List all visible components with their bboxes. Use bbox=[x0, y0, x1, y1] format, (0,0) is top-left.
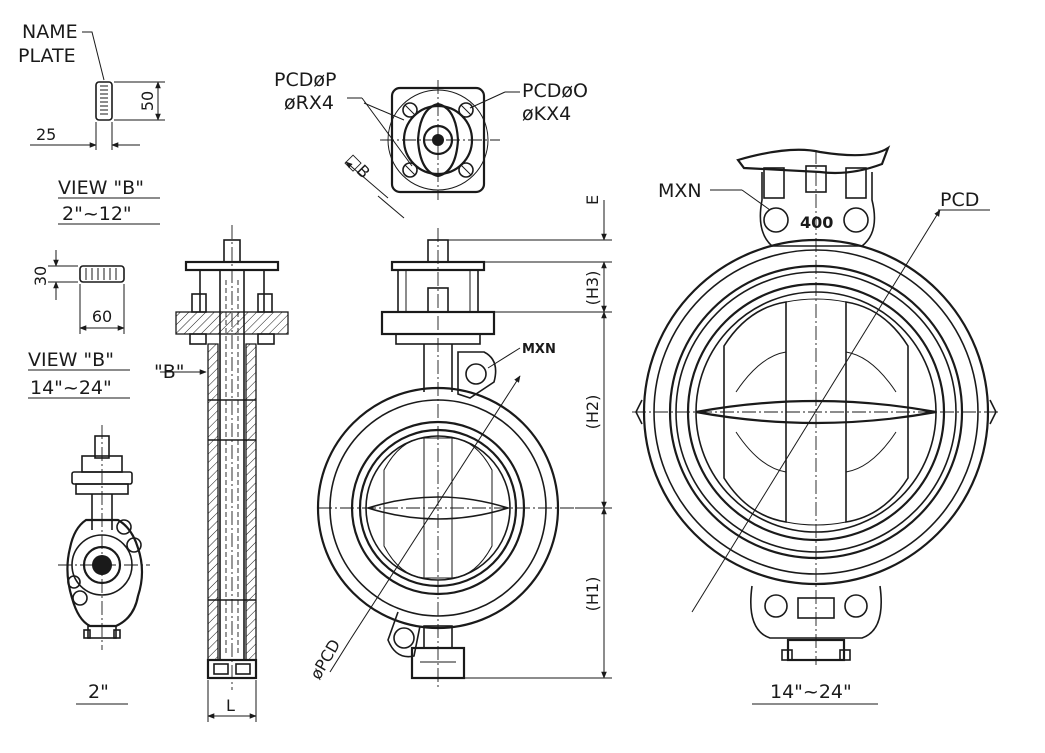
size-range-large-label: 14"~24" bbox=[770, 681, 852, 703]
side-section-view: "B" L bbox=[154, 225, 289, 722]
front-view: øPCD MXN E (H3) (H2) (H1) bbox=[306, 195, 612, 690]
dim-25-label: 25 bbox=[36, 125, 56, 144]
view-b-small-title: VIEW "B" bbox=[58, 177, 144, 199]
pcd-p-label: PCDøP bbox=[274, 69, 336, 91]
pcd-o-label: PCDøO bbox=[522, 80, 588, 102]
pcd-label: PCD bbox=[940, 189, 979, 211]
dim-30-label: 30 bbox=[31, 266, 50, 286]
rx4-label: øRX4 bbox=[284, 92, 334, 114]
view-b-large: VIEW "B" 14"~24" bbox=[28, 349, 130, 399]
kx4-label: øKX4 bbox=[522, 103, 571, 125]
dim-60-label: 60 bbox=[92, 307, 112, 326]
name-plate-shape bbox=[95, 81, 113, 121]
mxn-large-label: MXN bbox=[658, 180, 702, 202]
dim-h3-label: (H3) bbox=[583, 271, 602, 306]
dim-e-label: E bbox=[583, 195, 602, 205]
valve-large-view: 400 PCD MXN 14"~24" bbox=[632, 145, 1000, 705]
dim-h2-label: (H2) bbox=[583, 395, 602, 430]
view-b-small-range: 2"~12" bbox=[62, 203, 132, 225]
dim-50-label: 50 bbox=[138, 91, 157, 111]
view-b-large-range: 14"~24" bbox=[30, 377, 112, 399]
name-plate-detail: NAME PLATE 50 25 bbox=[18, 21, 165, 150]
size-2in-label: 2" bbox=[88, 681, 109, 703]
top-flange-view: PCDøP øRX4 PCDøO øKX4 □B bbox=[274, 69, 588, 219]
valve-2in-view: 2" bbox=[58, 425, 150, 705]
dim-h1-label: (H1) bbox=[583, 577, 602, 612]
boss-number-label: 400 bbox=[800, 213, 833, 232]
mxn-small-label: MXN bbox=[522, 342, 556, 357]
view-b-large-title: VIEW "B" bbox=[28, 349, 114, 371]
name-plate-label-1: NAME bbox=[22, 21, 78, 43]
square-b-label: □B bbox=[342, 150, 374, 182]
view-b-marker: "B" bbox=[154, 361, 185, 383]
name-plate-label-2: PLATE bbox=[18, 45, 76, 67]
dim-l-label: L bbox=[226, 696, 235, 715]
view-b-small: VIEW "B" 2"~12" 30 60 bbox=[31, 177, 160, 334]
